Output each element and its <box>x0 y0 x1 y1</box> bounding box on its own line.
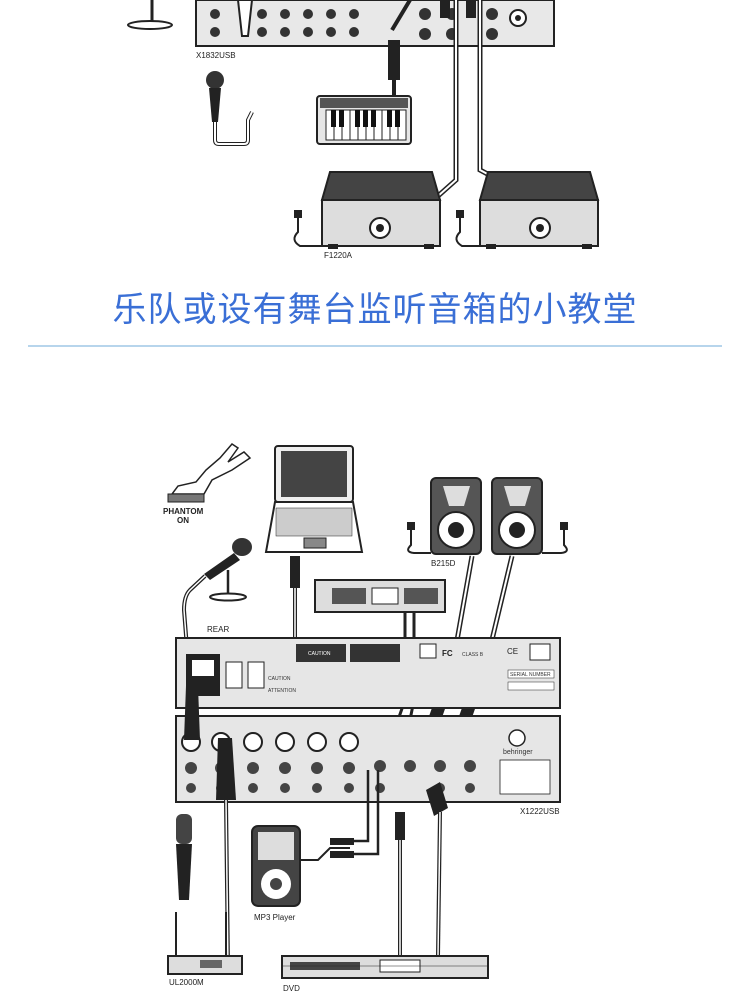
keyboard <box>316 95 412 145</box>
rear-label: REAR <box>207 625 229 634</box>
section-title: 乐队或设有舞台监听音箱的小教堂 <box>113 290 638 330</box>
wireless-microphone <box>176 814 192 900</box>
dvd-cables <box>395 782 448 957</box>
stage-monitor-left <box>293 171 442 249</box>
mixer-x1832usb <box>195 0 555 47</box>
ul2000m-label: UL2000M <box>169 978 204 987</box>
mixer-x1222usb: behringer <box>175 715 561 803</box>
phantom-label-line2: ON <box>177 516 189 525</box>
stage-monitor-right <box>455 171 600 249</box>
wireless-receiver <box>167 912 243 975</box>
monitor-f1220a-label: F1220A <box>324 251 353 260</box>
behringer-logo: behringer <box>503 749 533 756</box>
serial-number-text: SERIAL NUMBER <box>510 672 551 678</box>
bottom-diagram: PHANTOM ON B215D <box>163 443 568 993</box>
mic-stand-top-left <box>127 0 173 30</box>
dvd-label: DVD <box>283 984 300 993</box>
attention-text: ATTENTION <box>268 688 296 694</box>
phantom-label-line1: PHANTOM <box>163 507 204 516</box>
class-b-text: CLASS B <box>462 652 484 658</box>
fc-mark: FC <box>442 649 453 658</box>
speaker-left <box>430 477 482 555</box>
microphone-bottom <box>181 538 252 687</box>
mp3-player <box>251 825 301 907</box>
wireless-cable <box>216 738 236 969</box>
top-diagram: X1832USB <box>127 0 600 260</box>
caution-text: CAUTION <box>308 651 331 657</box>
caution-text-2: CAUTION <box>268 676 291 682</box>
mp3-cable <box>300 770 380 861</box>
ce-mark: CE <box>507 647 518 656</box>
microphone-top <box>206 71 254 146</box>
speaker-power-cords <box>407 522 568 554</box>
mixer-rear-panel: CAUTION CAUTION ATTENTION FC CLASS B CE … <box>175 637 561 709</box>
mp3-player-label: MP3 Player <box>254 913 296 922</box>
mixer-x1222usb-label: X1222USB <box>520 807 560 816</box>
speaker-b215d-label: B215D <box>431 559 456 568</box>
speaker-right <box>491 477 543 555</box>
phantom-hand-icon <box>167 443 252 503</box>
dvd-player <box>281 955 489 979</box>
laptop <box>264 445 364 553</box>
mic-xlr-plug <box>184 686 200 740</box>
mixer-x1832usb-label: X1832USB <box>196 51 236 60</box>
